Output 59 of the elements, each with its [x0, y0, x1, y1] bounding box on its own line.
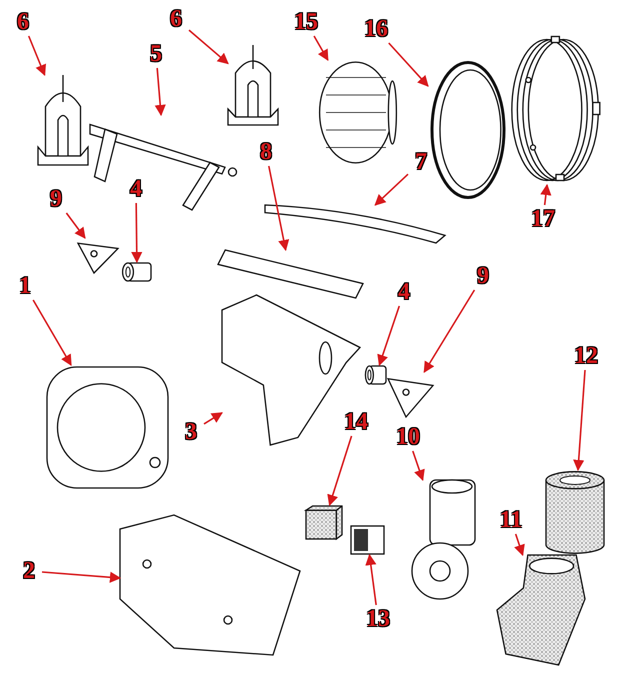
- trim-strip-drawing: [264, 204, 446, 244]
- rubber-block-drawing: [304, 505, 343, 540]
- callout-number: 16: [358, 15, 394, 43]
- callout-number: 9: [470, 262, 496, 290]
- leader-arrow: [388, 42, 429, 87]
- callout-number: 8: [253, 138, 279, 166]
- leader-arrow: [540, 184, 552, 206]
- motor-cover-drawing: [545, 471, 605, 554]
- leader-arrow: [377, 306, 400, 366]
- leader-arrow: [268, 166, 290, 252]
- callout-number: 15: [288, 8, 324, 36]
- callout-number: 7: [408, 148, 434, 176]
- leader-arrow: [313, 36, 329, 61]
- callout-number: 6: [163, 5, 189, 33]
- callout-number: 17: [525, 205, 561, 233]
- callout-number: 3: [178, 418, 204, 446]
- trim-ring-drawing: [430, 61, 506, 199]
- headlight-bucket-drawing: [46, 366, 169, 489]
- leader-arrow: [424, 290, 476, 373]
- leader-arrow: [204, 412, 223, 425]
- bushing-drawing: [122, 262, 152, 282]
- callout-number: 6: [10, 8, 36, 36]
- callout-number: 2: [16, 557, 42, 585]
- gearbox-drawing: [496, 554, 586, 666]
- callout-number: 5: [143, 40, 169, 68]
- callout-number: 4: [123, 175, 149, 203]
- headlight-housing-drawing: [511, 36, 600, 182]
- leader-arrow: [131, 203, 142, 264]
- callout-number: 4: [391, 278, 417, 306]
- leader-arrow: [327, 436, 352, 506]
- callout-number: 10: [390, 423, 426, 451]
- leader-arrow: [374, 174, 409, 206]
- leader-arrow: [365, 554, 377, 606]
- callout-number: 12: [568, 342, 604, 370]
- callout-number: 14: [338, 408, 374, 436]
- bearing-plate-drawing: [76, 242, 120, 274]
- leader-arrow: [188, 30, 229, 64]
- motor-drawing: [411, 479, 476, 600]
- leader-arrow: [66, 212, 86, 239]
- callout-number: 11: [493, 506, 529, 534]
- bearing-plate-drawing: [386, 378, 434, 418]
- bracket-drawing: [227, 45, 279, 126]
- leader-arrow: [412, 450, 425, 482]
- relay-drawing: [350, 525, 385, 555]
- leader-arrow: [573, 370, 586, 472]
- callout-number: 9: [43, 185, 69, 213]
- leader-arrow: [154, 68, 166, 116]
- leader-arrow: [42, 571, 122, 583]
- bracket-drawing: [37, 75, 89, 166]
- leader-arrow: [514, 534, 525, 556]
- deflector-strip-drawing: [217, 249, 364, 299]
- mounting-panel-drawing: [119, 514, 301, 656]
- callout-number: 13: [360, 605, 396, 633]
- bushing-drawing: [364, 365, 387, 385]
- leader-arrow: [32, 300, 72, 366]
- callout-number: 1: [12, 272, 38, 300]
- leader-arrow: [28, 36, 46, 76]
- linkage-shaft-drawing: [89, 124, 238, 211]
- headlight-lens-drawing: [318, 61, 398, 164]
